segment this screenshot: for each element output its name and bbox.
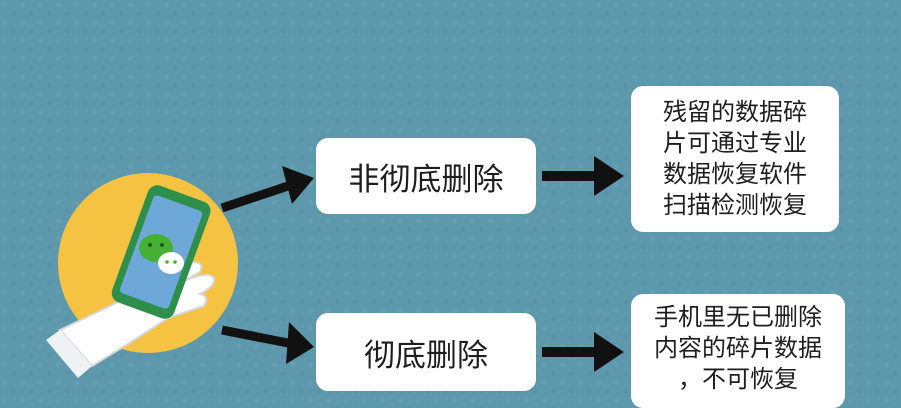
right-arrow-icon bbox=[221, 322, 314, 364]
wechat-chat-bubbles-icon bbox=[139, 234, 184, 274]
node-recoverable-fragments: 残留的数据碎 片可通过专业 数据恢复软件 扫描检测恢复 bbox=[631, 86, 839, 232]
node-unrecoverable: 手机里无已删除 内容的碎片数据 ，不可恢复 bbox=[631, 294, 845, 408]
node-thorough-delete: 彻底删除 bbox=[316, 313, 536, 391]
right-arrow-icon bbox=[542, 156, 624, 196]
sleeve-icon bbox=[46, 330, 92, 378]
right-arrow-icon bbox=[542, 332, 624, 372]
node-text-line: 数据恢复软件 bbox=[663, 160, 807, 188]
right-arrow-icon bbox=[220, 166, 314, 213]
node-non-thorough-delete: 非彻底删除 bbox=[316, 138, 536, 214]
node-text-line: 扫描检测恢复 bbox=[663, 191, 807, 219]
phone-in-hand-icon bbox=[46, 173, 238, 378]
node-label: 彻底删除 bbox=[364, 337, 488, 374]
node-label: 非彻底删除 bbox=[348, 161, 504, 198]
node-text-line: ，不可恢复 bbox=[678, 365, 798, 393]
node-text-line: 残留的数据碎 bbox=[663, 98, 807, 126]
node-text-line: 内容的碎片数据 bbox=[654, 334, 822, 362]
node-text-line: 片可通过专业 bbox=[663, 129, 807, 157]
node-text-line: 手机里无已删除 bbox=[654, 303, 822, 331]
